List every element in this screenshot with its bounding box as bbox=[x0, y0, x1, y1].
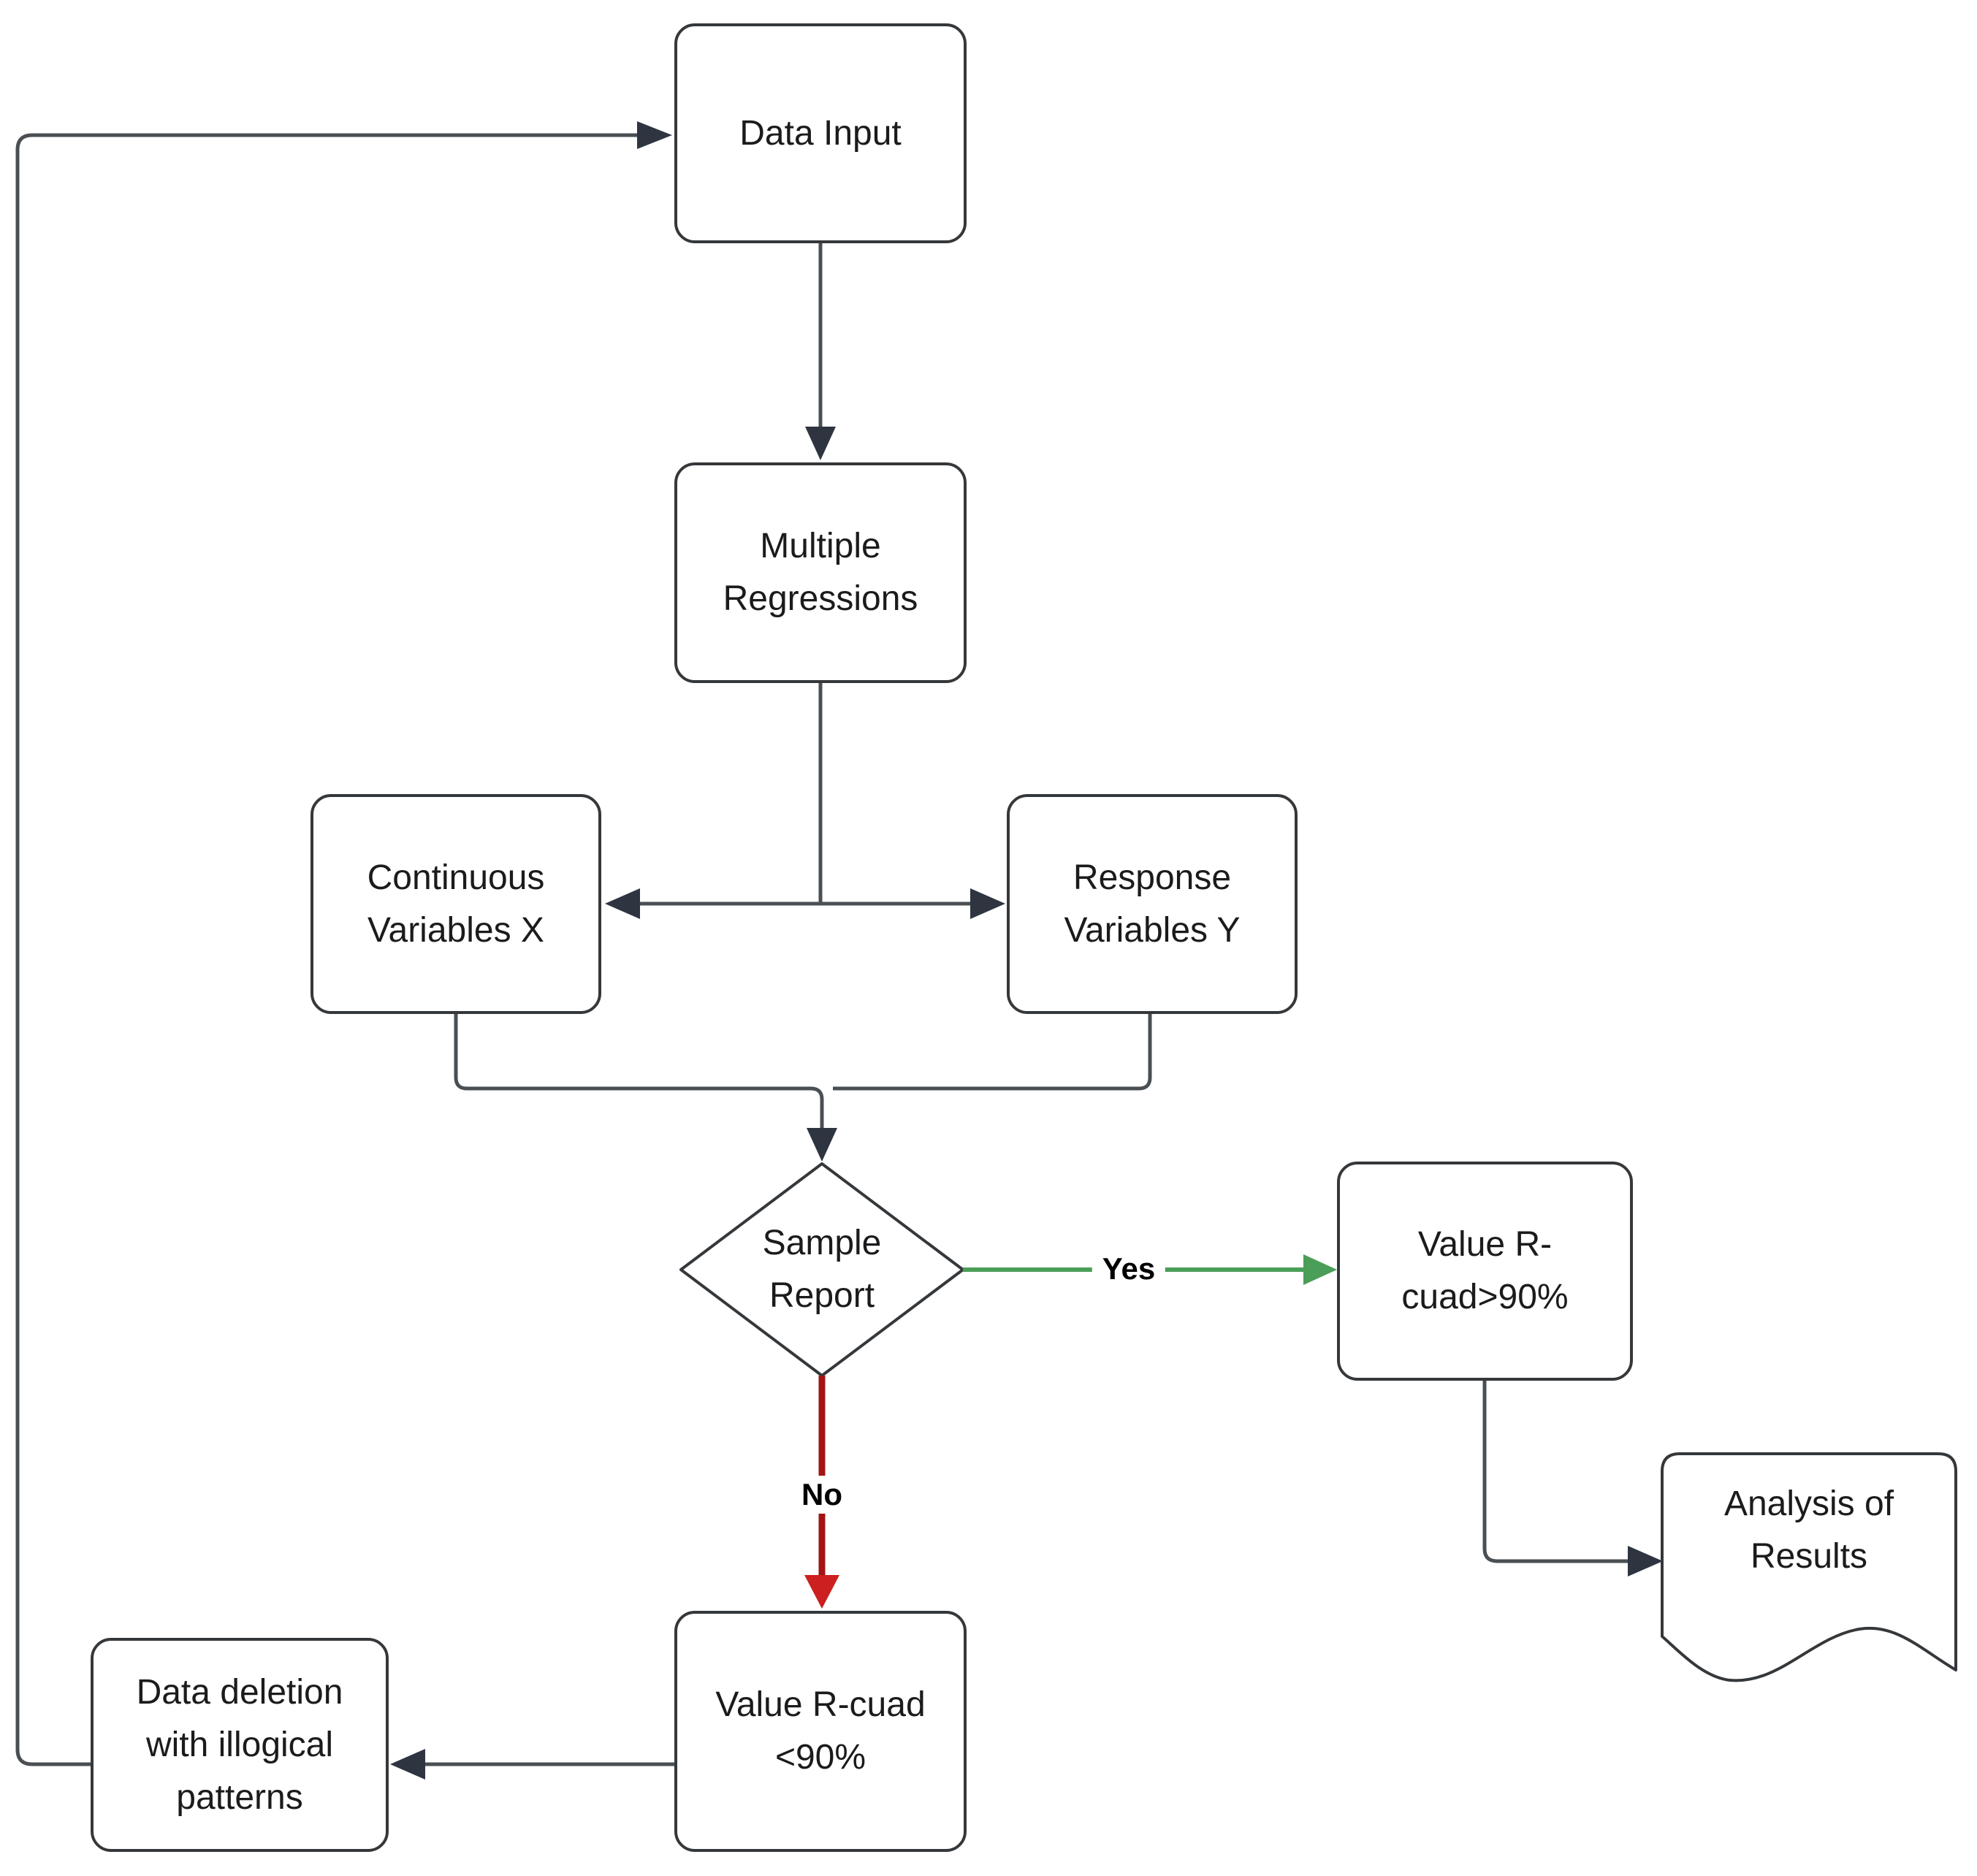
edge-merge-from-response-y bbox=[833, 1014, 1152, 1091]
edge-data-input-arrowhead bbox=[805, 427, 836, 460]
node-response-variables-y-label: Response Variables Y bbox=[1064, 858, 1241, 950]
edge-no-arrowhead bbox=[804, 1575, 839, 1609]
edge-loop-deletion-to-data-input bbox=[15, 133, 639, 1766]
node-analysis-of-results: Analysis of Results bbox=[1699, 1461, 1919, 1600]
edge-label-no: No bbox=[791, 1476, 853, 1514]
edge-yes-arrowhead bbox=[1303, 1254, 1337, 1285]
node-data-deletion: Data deletion with illogical patterns bbox=[91, 1638, 389, 1852]
node-continuous-variables-x: Continuous Variables X bbox=[311, 794, 601, 1014]
edge-deletion-arrowhead bbox=[390, 1749, 425, 1780]
node-data-input: Data Input bbox=[674, 23, 967, 243]
edge-label-yes: Yes bbox=[1092, 1250, 1166, 1288]
edge-loop-arrowhead bbox=[637, 121, 672, 149]
node-data-deletion-label: Data deletion with illogical patterns bbox=[136, 1672, 343, 1817]
node-value-r-cuad-gt-90: Value R-cuad>90% bbox=[1337, 1162, 1633, 1381]
edge-branch-left-arrowhead bbox=[605, 888, 640, 919]
node-data-input-label: Data Input bbox=[739, 113, 902, 153]
node-value-r-cuad-lt-90: Value R-cuad <90% bbox=[674, 1611, 967, 1852]
analysis-of-results-document-shape bbox=[1661, 1452, 1957, 1682]
edge-branch-right-arrowhead bbox=[970, 888, 1005, 919]
node-multiple-regressions: Multiple Regressions bbox=[674, 462, 967, 683]
node-sample-report: Sample Report bbox=[749, 1197, 895, 1343]
node-analysis-of-results-label: Analysis of Results bbox=[1723, 1484, 1894, 1576]
edge-merge-arrowhead bbox=[807, 1128, 837, 1162]
node-sample-report-label: Sample Report bbox=[762, 1224, 882, 1315]
node-value-r-cuad-lt-90-label: Value R-cuad <90% bbox=[715, 1685, 926, 1777]
node-multiple-regressions-label: Multiple Regressions bbox=[723, 527, 918, 618]
edge-value-gt-90-to-analysis bbox=[1482, 1381, 1629, 1563]
node-response-variables-y: Response Variables Y bbox=[1007, 794, 1298, 1014]
node-value-r-cuad-gt-90-label: Value R-cuad>90% bbox=[1401, 1225, 1569, 1316]
edge-merge-from-continuous-x bbox=[454, 1014, 824, 1128]
node-continuous-variables-x-label: Continuous Variables X bbox=[367, 858, 545, 950]
edge-analysis-arrowhead bbox=[1628, 1546, 1663, 1576]
